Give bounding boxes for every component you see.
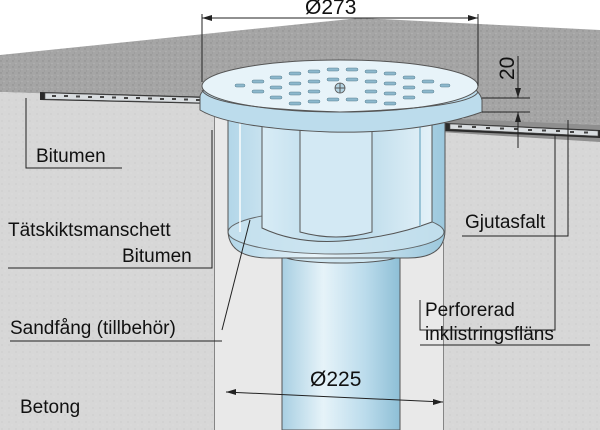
concrete-left	[0, 92, 230, 430]
label-gjutasfalt: Gjutasfalt	[465, 212, 546, 233]
drain-grate	[201, 59, 479, 113]
label-bitumen: Bitumen	[36, 146, 106, 167]
label-tatskikt-line2: Bitumen	[122, 246, 192, 267]
label-tatskikt-line1: Tätskiktsmanschett	[8, 220, 171, 241]
concrete-right	[440, 130, 600, 430]
dimension-top-diameter	[201, 14, 479, 86]
height-label: 20	[496, 57, 519, 80]
pipe-diameter-label: Ø225	[310, 368, 361, 391]
perforated-flange-right	[449, 123, 599, 137]
label-perforerad-line1: Perforerad	[425, 300, 515, 321]
label-betong: Betong	[20, 397, 80, 418]
top-diameter-label: Ø273	[305, 0, 356, 19]
label-sandfang: Sandfång (tillbehör)	[10, 318, 176, 339]
dimension-pipe-diameter	[225, 389, 444, 405]
drain-pipe	[281, 246, 401, 430]
leader-lines	[8, 98, 590, 346]
drain-body	[227, 109, 446, 259]
dimension-height	[482, 56, 530, 148]
label-perforerad-line2: inklistringsfläns	[425, 324, 554, 345]
